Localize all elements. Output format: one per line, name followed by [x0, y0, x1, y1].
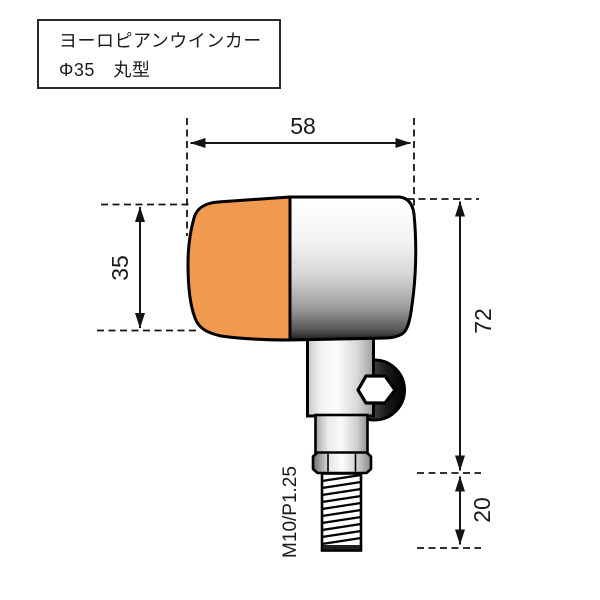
dim-thread-length: 20	[417, 476, 495, 549]
hex-hole	[356, 374, 397, 405]
thread-lines	[321, 473, 362, 546]
dim-label-lamp-width: 58	[290, 113, 316, 139]
stem-cylinder	[314, 413, 369, 455]
lamp-body	[288, 195, 418, 342]
amber-lens	[186, 195, 292, 342]
dim-label-thread-length: 20	[469, 497, 495, 523]
title-box: ヨーロピアンウインカー Φ35 丸型	[37, 19, 281, 89]
dim-overall-height: 72	[407, 198, 496, 474]
stem-block	[306, 334, 375, 418]
dim-label-overall-height: 72	[470, 308, 496, 334]
bolt-tip-chamfer	[323, 545, 360, 550]
hex-nut	[311, 451, 373, 475]
dim-lamp-width: 58	[186, 113, 415, 236]
thread-spec-label: M10/P1.25	[280, 466, 301, 558]
product-name: ヨーロピアンウインカー	[59, 31, 262, 51]
product-spec: Φ35 丸型	[59, 60, 151, 80]
hex-nut-facet-lines	[327, 454, 357, 472]
dim-label-lens-height: 35	[107, 255, 133, 281]
dim-lens-height: 35	[97, 203, 197, 332]
